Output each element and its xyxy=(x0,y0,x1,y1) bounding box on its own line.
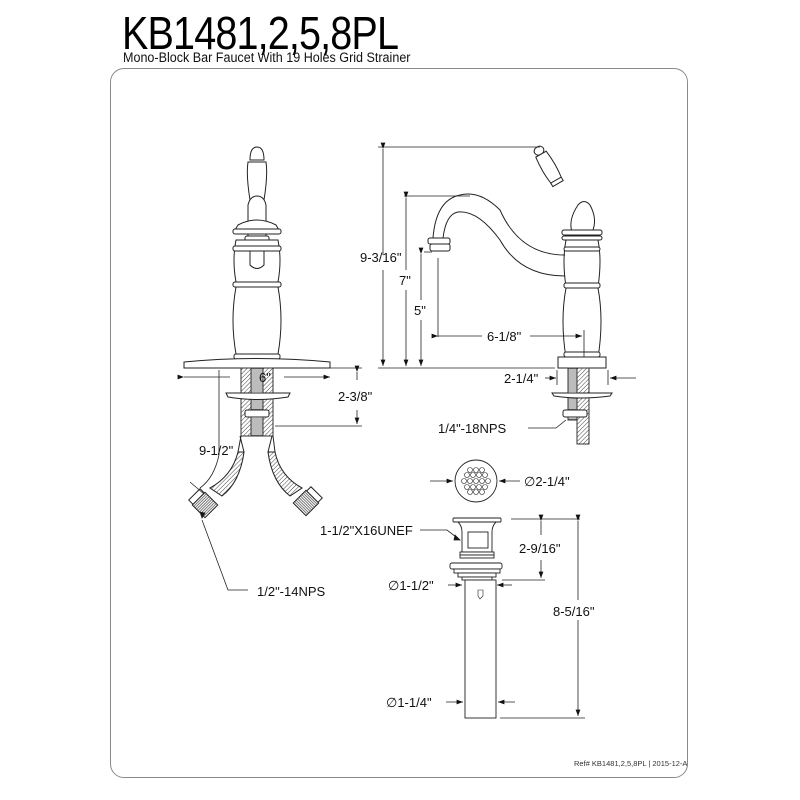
dim-shank-length: 2-3/8" xyxy=(338,389,373,404)
dim-spout-reach: 6-1/8" xyxy=(487,329,522,344)
dim-spout-height: 7" xyxy=(399,273,411,288)
grid-strainer xyxy=(454,459,498,503)
drawing-frame xyxy=(110,68,688,778)
dim-spout-clearance: 5" xyxy=(414,303,426,318)
dim-tailpiece-diameter: ∅1-1/4" xyxy=(386,695,432,710)
dim-overall-height: 9-3/16" xyxy=(360,250,402,265)
side-view-dimensions xyxy=(378,142,636,429)
drain-body xyxy=(449,517,503,719)
product-description: Mono-Block Bar Faucet With 19 Holes Grid… xyxy=(123,50,411,65)
dim-drain-body-height: 2-9/16" xyxy=(519,541,561,556)
dim-strainer-diameter: ∅2-1/4" xyxy=(524,474,570,489)
front-view-dimensions xyxy=(177,365,362,591)
dim-plate-width: 6" xyxy=(259,370,271,385)
dim-drain-thread: 1-1/2"X16UNEF xyxy=(320,523,413,538)
side-view-faucet xyxy=(427,145,613,445)
front-view-faucet xyxy=(183,146,331,519)
model-number-title: KB1481,2,5,8PL xyxy=(122,7,399,59)
dim-shank-thread: 1/4"-18NPS xyxy=(438,421,507,436)
dim-flange-diameter: ∅1-1/2" xyxy=(388,578,434,593)
dim-hose-length: 9-1/2" xyxy=(199,443,234,458)
dim-hose-thread: 1/2"-14NPS xyxy=(257,584,326,599)
dim-base-diameter: 2-1/4" xyxy=(504,371,539,386)
dim-drain-overall-length: 8-5/16" xyxy=(553,604,595,619)
drain-dimensions xyxy=(420,478,585,719)
reference-number: Ref# KB1481,2,5,8PL | 2015-12-A xyxy=(574,759,688,768)
